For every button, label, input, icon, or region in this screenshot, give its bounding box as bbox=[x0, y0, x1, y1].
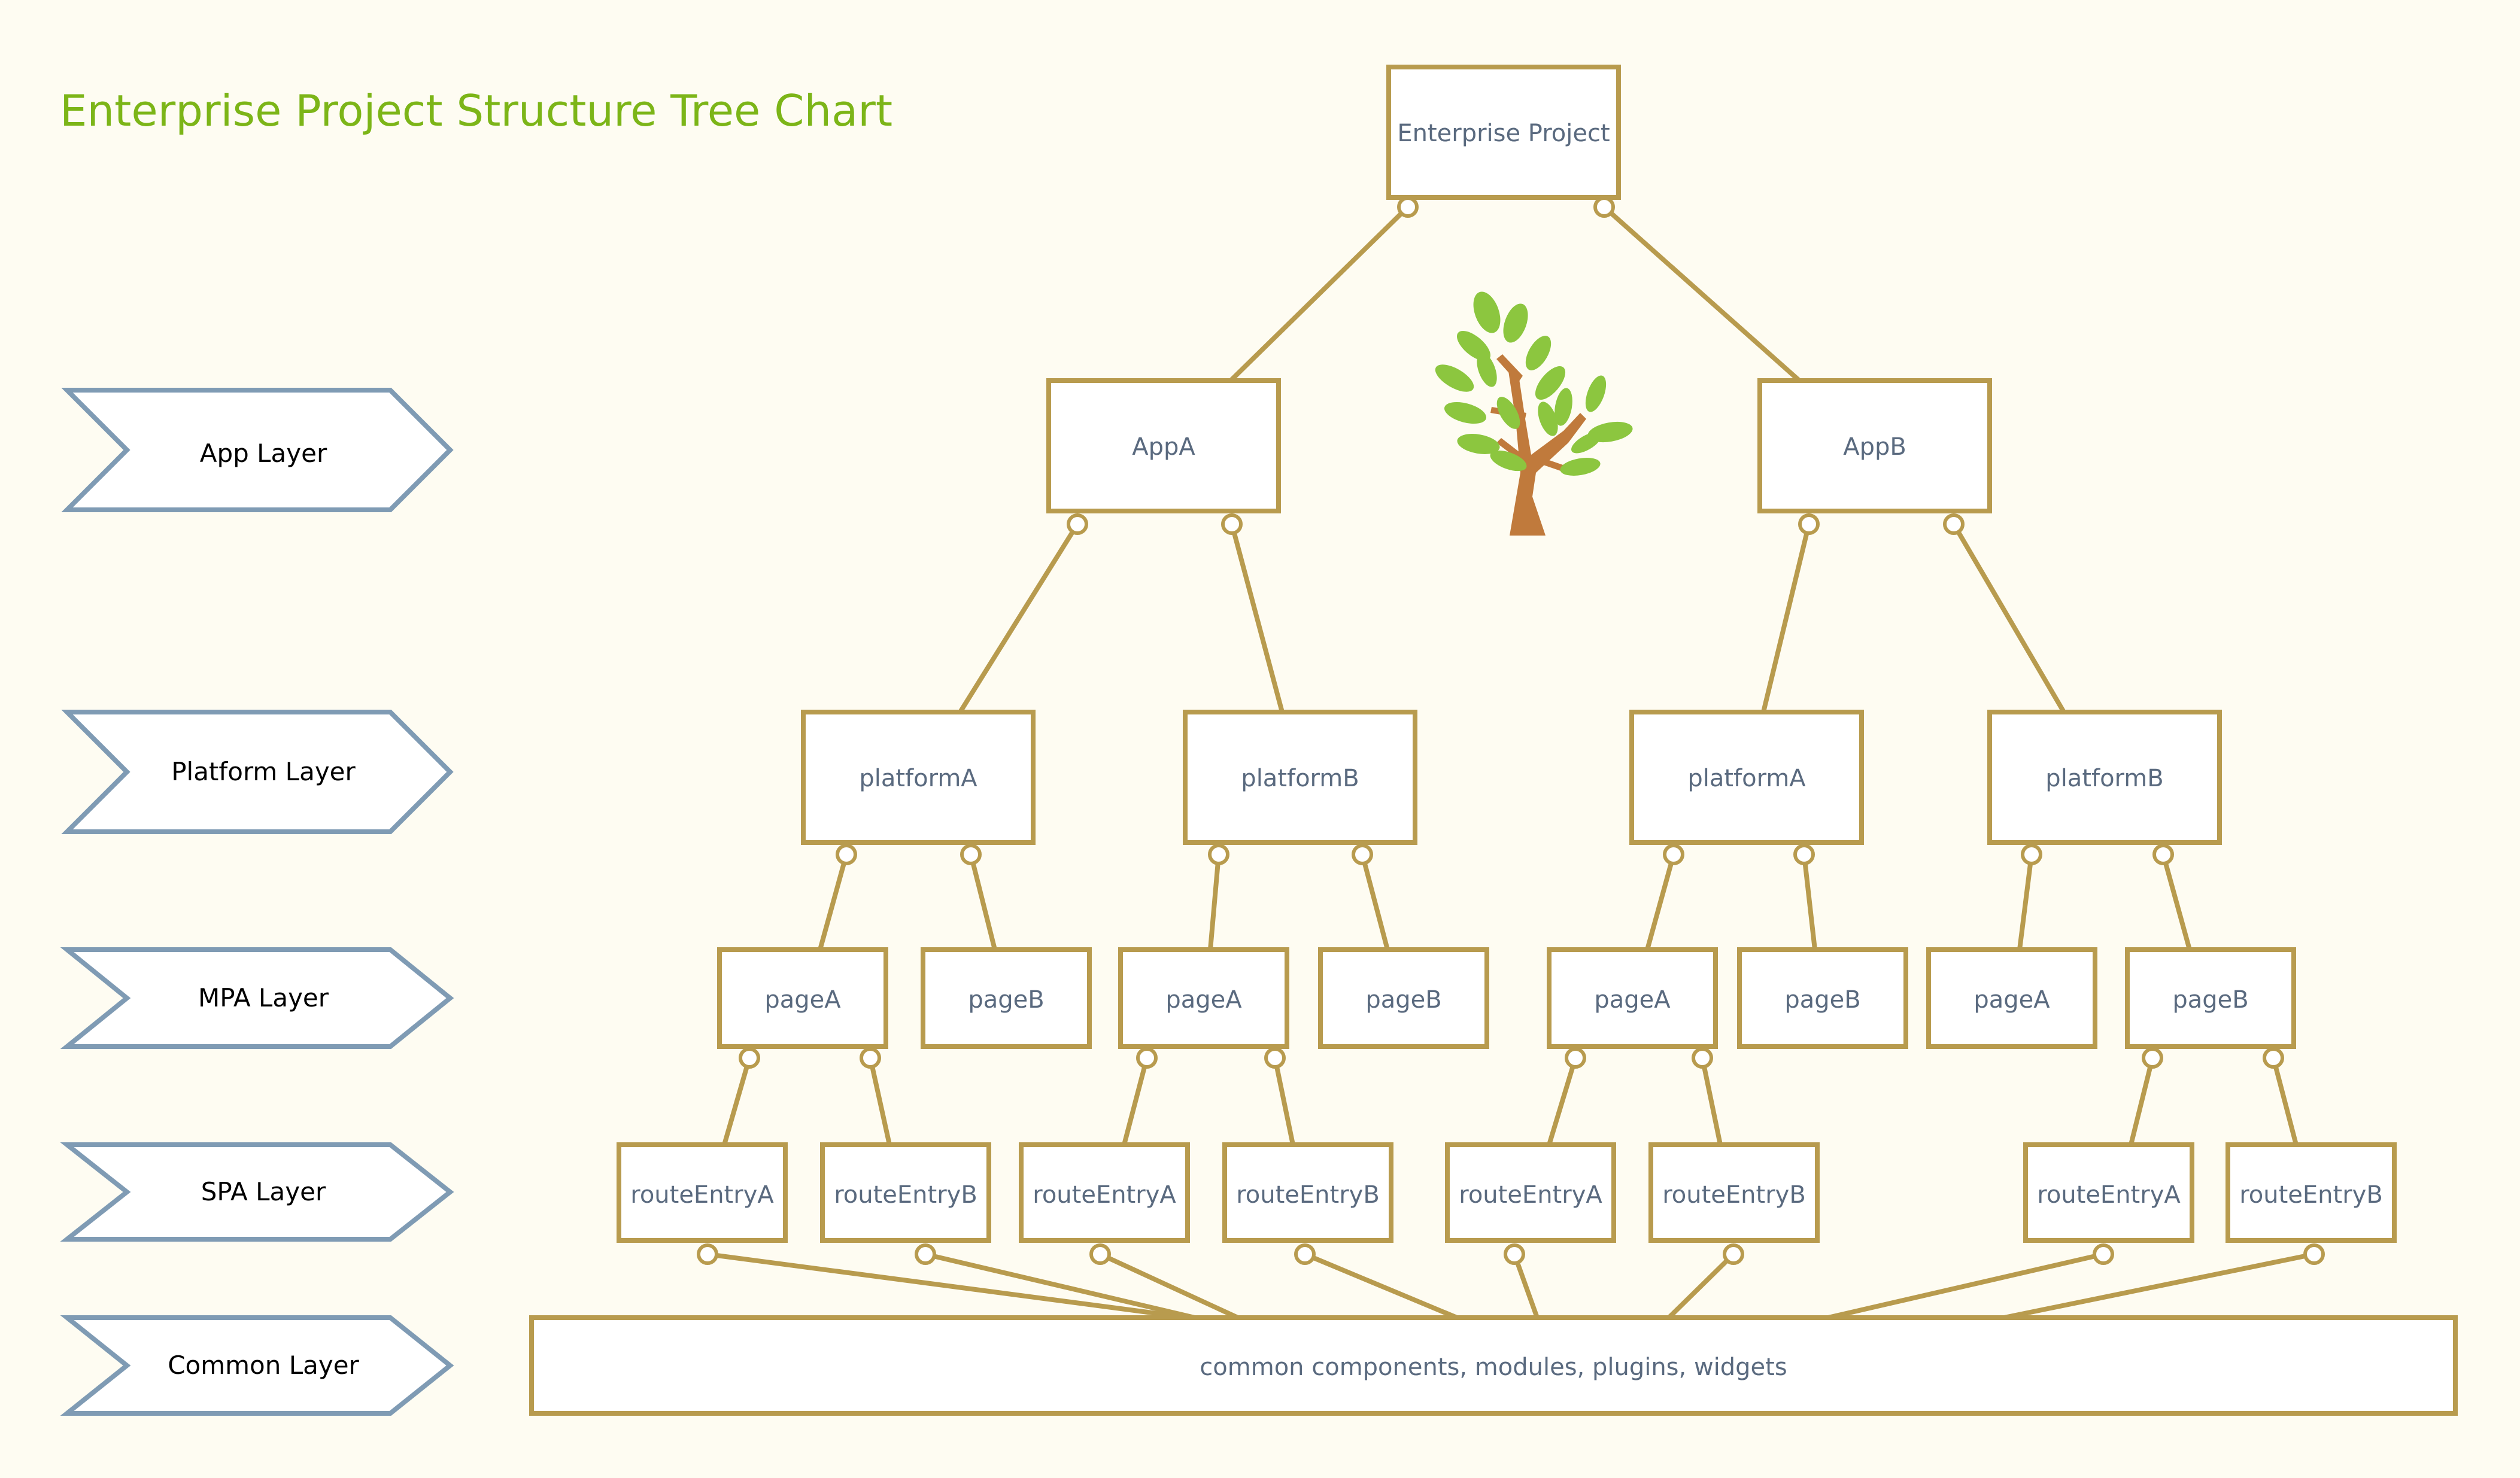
node-route-label: routeEntryA bbox=[630, 1181, 774, 1209]
node-page-label: pageA bbox=[1974, 986, 2050, 1014]
layer-spa: SPA Layer bbox=[60, 1142, 454, 1242]
node-page-label: pageB bbox=[1365, 986, 1441, 1014]
node-appB-platformA-label: platformA bbox=[1687, 765, 1806, 792]
node-page[interactable]: pageB bbox=[921, 947, 1092, 1049]
node-route-label: routeEntryA bbox=[2037, 1181, 2181, 1209]
node-page[interactable]: pageA bbox=[1926, 947, 2097, 1049]
node-route[interactable]: routeEntryA bbox=[2023, 1142, 2194, 1243]
node-page-label: pageB bbox=[2172, 986, 2248, 1014]
layer-spa-label: SPA Layer bbox=[201, 1177, 326, 1206]
chart-title: Enterprise Project Structure Tree Chart bbox=[60, 86, 892, 136]
node-route[interactable]: routeEntryB bbox=[820, 1142, 991, 1243]
node-appA-platformA[interactable]: platformA bbox=[801, 710, 1036, 845]
node-route[interactable]: routeEntryA bbox=[1445, 1142, 1616, 1243]
node-route-label: routeEntryA bbox=[1033, 1181, 1176, 1209]
node-route[interactable]: routeEntryA bbox=[617, 1142, 788, 1243]
node-page[interactable]: pageA bbox=[1118, 947, 1289, 1049]
layer-common-label: Common Layer bbox=[168, 1351, 359, 1380]
node-route-label: routeEntryA bbox=[1459, 1181, 1602, 1209]
node-route[interactable]: routeEntryB bbox=[1222, 1142, 1393, 1243]
node-page-label: pageA bbox=[764, 986, 841, 1014]
nodes: Enterprise Project AppA AppB platformA p… bbox=[529, 65, 2458, 1416]
node-page-label: pageA bbox=[1165, 986, 1242, 1014]
node-common[interactable]: common components, modules, plugins, wid… bbox=[529, 1315, 2458, 1416]
node-appA-platformB[interactable]: platformB bbox=[1183, 710, 1417, 845]
node-appB-platformB[interactable]: platformB bbox=[1987, 710, 2222, 845]
node-page-label: pageB bbox=[968, 986, 1044, 1014]
node-route[interactable]: routeEntryB bbox=[2226, 1142, 2397, 1243]
layer-common: Common Layer bbox=[60, 1315, 454, 1416]
layer-labels: App Layer Platform Layer MPA Layer SPA L… bbox=[60, 388, 454, 1416]
layer-app-label: App Layer bbox=[200, 439, 327, 468]
node-appA-label: AppA bbox=[1132, 433, 1195, 461]
node-page[interactable]: pageB bbox=[2125, 947, 2296, 1049]
node-route[interactable]: routeEntryA bbox=[1019, 1142, 1190, 1243]
node-page[interactable]: pageB bbox=[1737, 947, 1908, 1049]
node-appA-platformA-label: platformA bbox=[859, 765, 977, 792]
layer-mpa-label: MPA Layer bbox=[198, 983, 329, 1012]
node-route-label: routeEntryB bbox=[1662, 1181, 1806, 1209]
node-appB-platformA[interactable]: platformA bbox=[1629, 710, 1864, 845]
node-page[interactable]: pageA bbox=[717, 947, 888, 1049]
node-page-label: pageA bbox=[1594, 986, 1671, 1014]
node-root-label: Enterprise Project bbox=[1397, 120, 1610, 147]
node-appB[interactable]: AppB bbox=[1757, 378, 1992, 513]
node-route-label: routeEntryB bbox=[2239, 1181, 2383, 1209]
tree-icon bbox=[1435, 291, 1633, 536]
layer-platform-label: Platform Layer bbox=[171, 757, 356, 786]
node-appA[interactable]: AppA bbox=[1046, 378, 1281, 513]
node-page[interactable]: pageB bbox=[1318, 947, 1489, 1049]
node-route[interactable]: routeEntryB bbox=[1648, 1142, 1820, 1243]
connectors bbox=[707, 205, 2315, 1320]
node-appA-platformB-label: platformB bbox=[1241, 765, 1359, 792]
node-page[interactable]: pageA bbox=[1547, 947, 1718, 1049]
node-appB-platformB-label: platformB bbox=[2045, 765, 2163, 792]
layer-platform: Platform Layer bbox=[61, 710, 454, 834]
node-route-label: routeEntryB bbox=[1236, 1181, 1380, 1209]
node-route-label: routeEntryB bbox=[834, 1181, 977, 1209]
connector-dots bbox=[697, 196, 2325, 1265]
node-page-label: pageB bbox=[1784, 986, 1860, 1014]
node-root[interactable]: Enterprise Project bbox=[1386, 65, 1621, 200]
layer-mpa: MPA Layer bbox=[60, 947, 454, 1049]
node-common-label: common components, modules, plugins, wid… bbox=[1200, 1354, 1787, 1381]
node-appB-label: AppB bbox=[1843, 433, 1906, 461]
layer-app: App Layer bbox=[61, 388, 454, 512]
